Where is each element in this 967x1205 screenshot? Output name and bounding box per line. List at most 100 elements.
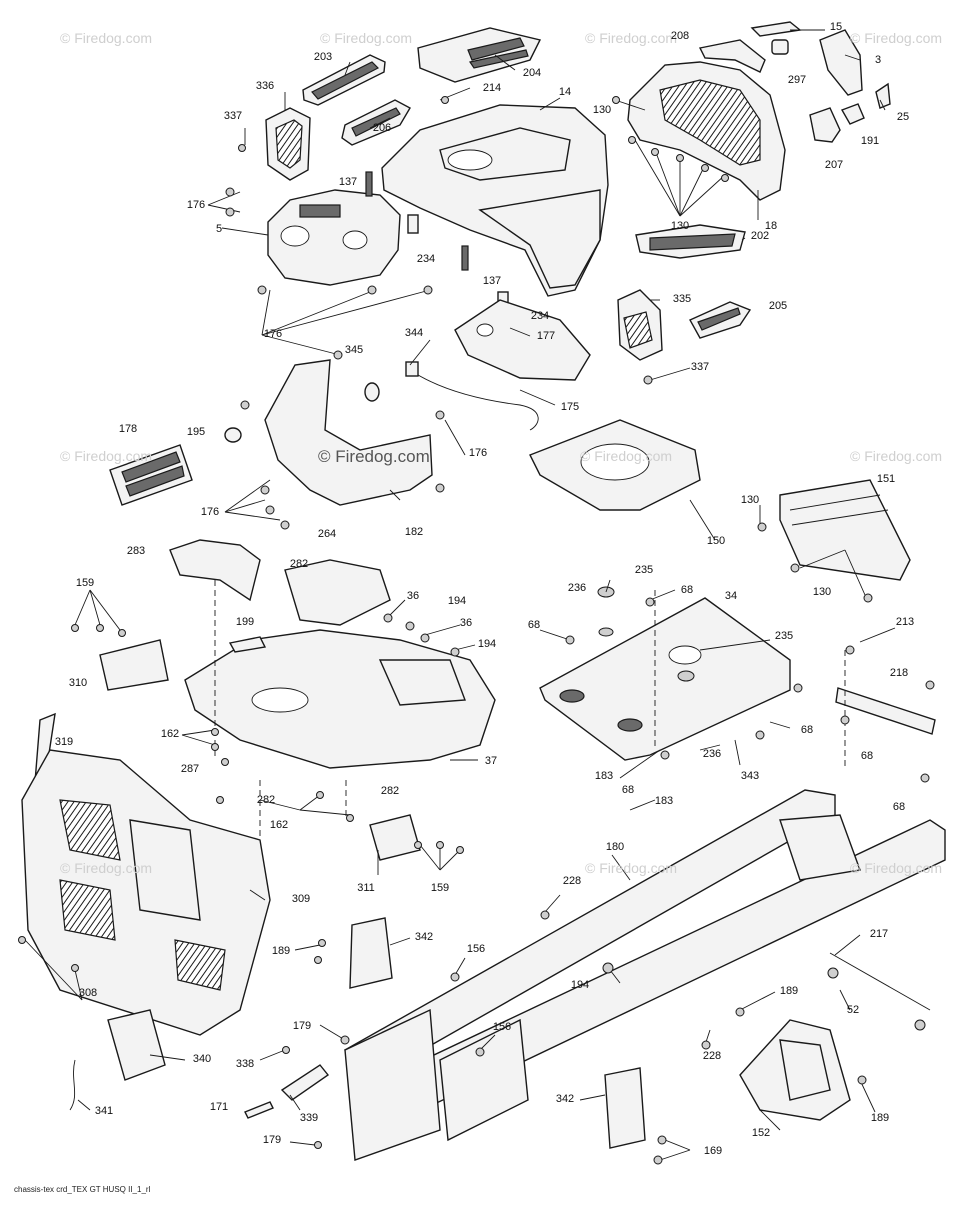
callout-202: 202 bbox=[750, 230, 770, 242]
callout-182: 182 bbox=[404, 526, 424, 538]
callout-176-right: 176 bbox=[468, 447, 488, 459]
callout-183-b: 183 bbox=[654, 795, 674, 807]
callout-15: 15 bbox=[829, 21, 843, 33]
callout-159-bottom: 159 bbox=[430, 882, 450, 894]
part-171-pin bbox=[244, 1101, 274, 1119]
part-205-vent-right bbox=[689, 301, 752, 339]
callout-308: 308 bbox=[78, 987, 98, 999]
callout-68-right: 68 bbox=[800, 724, 814, 736]
callout-283: 283 bbox=[126, 545, 146, 557]
callout-204: 204 bbox=[522, 67, 542, 79]
part-191-lamp bbox=[840, 103, 865, 125]
callout-234-top: 234 bbox=[416, 253, 436, 265]
callout-342-lower: 342 bbox=[555, 1093, 575, 1105]
callout-337-mid: 337 bbox=[690, 361, 710, 373]
callout-217: 217 bbox=[869, 928, 889, 940]
callout-208: 208 bbox=[670, 30, 690, 42]
watermark: © Firedog.com bbox=[60, 30, 153, 46]
part-311-bracket bbox=[369, 814, 421, 861]
part-342-plate-upper bbox=[349, 917, 393, 989]
part-202-grille bbox=[635, 224, 746, 259]
part-195-cap bbox=[224, 427, 242, 443]
callout-5: 5 bbox=[215, 223, 223, 235]
callout-195: 195 bbox=[186, 426, 206, 438]
part-264-seat-area bbox=[284, 559, 391, 626]
callout-189-left: 189 bbox=[271, 945, 291, 957]
callout-169: 169 bbox=[703, 1145, 723, 1157]
part-37-fender-body bbox=[184, 629, 496, 769]
callout-52: 52 bbox=[846, 1004, 860, 1016]
callout-180: 180 bbox=[605, 841, 625, 853]
part-182-lower-dash bbox=[264, 359, 433, 506]
callout-14: 14 bbox=[558, 86, 572, 98]
callout-151: 151 bbox=[876, 473, 896, 485]
part-340-plate bbox=[107, 1009, 166, 1081]
callout-176-mid: 176 bbox=[263, 328, 283, 340]
callout-340: 340 bbox=[192, 1053, 212, 1065]
callout-191: 191 bbox=[860, 135, 880, 147]
callout-194-b: 194 bbox=[477, 638, 497, 650]
callout-236-top: 236 bbox=[567, 582, 587, 594]
part-178-grille-plate bbox=[109, 444, 193, 506]
callout-235-top: 235 bbox=[634, 564, 654, 576]
callout-336: 336 bbox=[255, 80, 275, 92]
part-5-dash-panel bbox=[267, 189, 401, 286]
callout-137-top: 137 bbox=[338, 176, 358, 188]
fasteners bbox=[18, 96, 935, 1165]
callout-199: 199 bbox=[235, 616, 255, 628]
part-206-vent bbox=[341, 99, 411, 146]
callout-311: 311 bbox=[357, 882, 375, 894]
callout-203: 203 bbox=[313, 51, 333, 63]
part-297-bracket bbox=[771, 39, 789, 55]
callout-319: 319 bbox=[54, 736, 74, 748]
callout-228-bottom: 228 bbox=[702, 1050, 722, 1062]
part-345-knob bbox=[364, 382, 380, 402]
part-207-headlight bbox=[809, 107, 841, 143]
callout-205: 205 bbox=[768, 300, 788, 312]
callout-25: 25 bbox=[896, 111, 910, 123]
callout-194-bottom: 194 bbox=[570, 979, 590, 991]
callout-68-left: 68 bbox=[527, 619, 541, 631]
callout-150: 150 bbox=[706, 535, 726, 547]
callout-337-top: 337 bbox=[223, 110, 243, 122]
part-309-front-frame bbox=[21, 749, 271, 1036]
watermark: © Firedog.com bbox=[60, 448, 153, 464]
callout-137-mid: 137 bbox=[482, 275, 502, 287]
part-199-label bbox=[228, 636, 267, 653]
callout-68-bottom: 68 bbox=[621, 784, 635, 796]
callout-183-a: 183 bbox=[594, 770, 614, 782]
callout-189-bottom: 189 bbox=[870, 1112, 890, 1124]
callout-341: 341 bbox=[94, 1105, 114, 1117]
callout-156-bottom: 156 bbox=[492, 1021, 512, 1033]
part-336-side-grille bbox=[265, 107, 311, 181]
callout-206: 206 bbox=[372, 122, 392, 134]
callout-3: 3 bbox=[874, 54, 882, 66]
watermark: © Firedog.com bbox=[850, 860, 943, 876]
part-335-side-grille-right bbox=[617, 289, 663, 361]
callout-177: 177 bbox=[536, 330, 556, 342]
callout-297: 297 bbox=[787, 74, 807, 86]
part-341-spring bbox=[69, 1059, 76, 1111]
callout-130-grille: 130 bbox=[670, 220, 690, 232]
part-180-frame bbox=[343, 789, 946, 1161]
callout-213: 213 bbox=[895, 616, 915, 628]
callout-159-left: 159 bbox=[75, 577, 95, 589]
callout-171: 171 bbox=[209, 1101, 229, 1113]
callout-338: 338 bbox=[235, 1058, 255, 1070]
part-204-hood-panel bbox=[417, 27, 542, 83]
diagram-caption: chassis-tex crd_TEX GT HUSQ II_1_rl bbox=[14, 1185, 151, 1194]
callout-130-bracket: 130 bbox=[812, 586, 832, 598]
callout-343: 343 bbox=[740, 770, 760, 782]
callout-207: 207 bbox=[824, 159, 844, 171]
callout-264: 264 bbox=[317, 528, 337, 540]
part-25-clip bbox=[875, 82, 891, 109]
callout-130-right: 130 bbox=[740, 494, 760, 506]
part-150-pan bbox=[529, 419, 701, 511]
part-339-handle bbox=[280, 1064, 330, 1101]
callout-335: 335 bbox=[672, 293, 692, 305]
callout-189-right: 189 bbox=[779, 985, 799, 997]
callout-310: 310 bbox=[68, 677, 88, 689]
watermark: © Firedog.com bbox=[850, 30, 943, 46]
callout-178: 178 bbox=[118, 423, 138, 435]
